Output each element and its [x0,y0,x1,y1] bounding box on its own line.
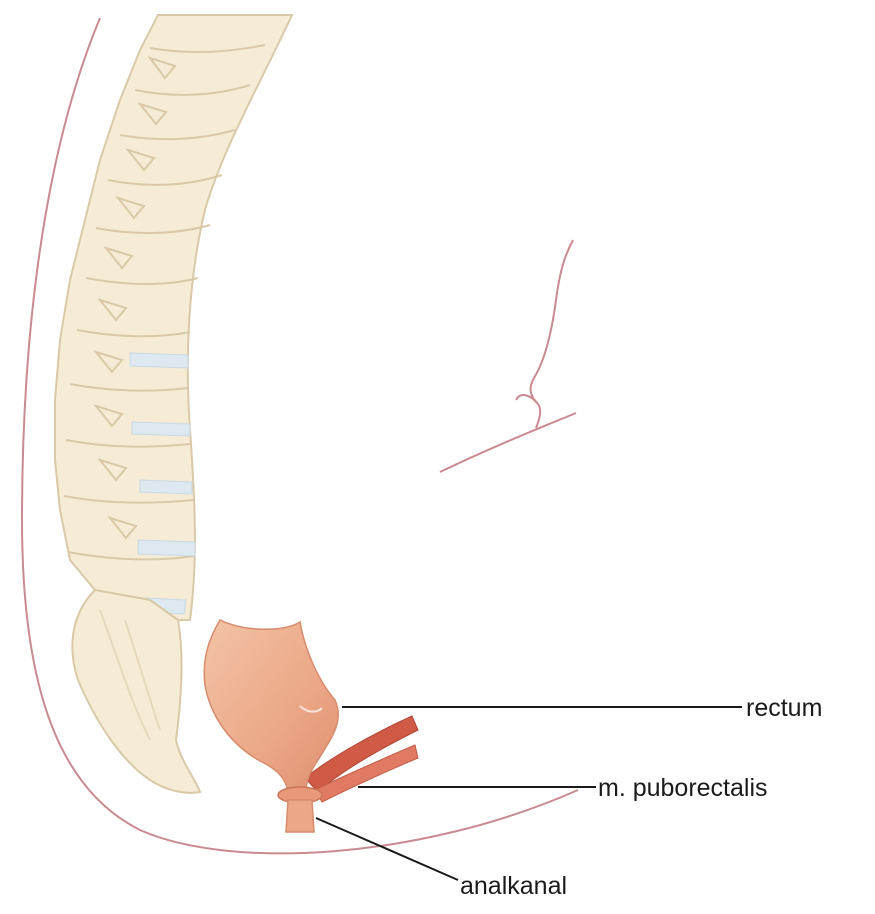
umbilicus-outline [531,240,573,428]
anal-canal-shape [286,800,314,832]
label-puborectalis: m. puborectalis [598,774,768,802]
abdomen-line [440,413,576,472]
label-analkanal: analkanal [460,872,567,900]
umbilicus-detail [516,395,538,404]
spine-column [55,15,292,620]
label-rectum: rectum [746,694,822,722]
analkanal-leader-line [316,818,458,880]
